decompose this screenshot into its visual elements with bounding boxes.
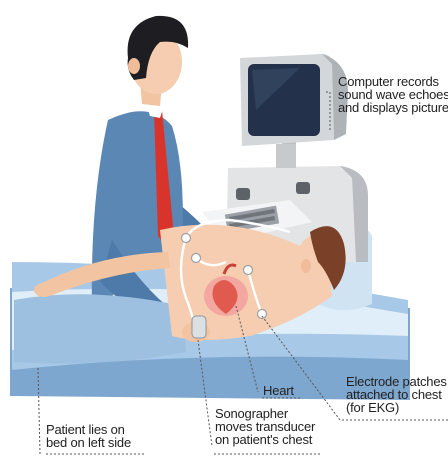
electrode-patch bbox=[192, 254, 201, 263]
monitor-stand bbox=[276, 144, 296, 168]
transducer-probe bbox=[192, 316, 206, 338]
label-line: and displays picture bbox=[338, 101, 448, 114]
label-electrode-patches: Electrode patches attached to chest (for… bbox=[346, 375, 447, 414]
electrode-patch bbox=[258, 310, 267, 319]
label-sonographer: Sonographer moves transducer on patient'… bbox=[215, 407, 315, 446]
label-patient: Patient lies on bed on left side bbox=[46, 423, 131, 449]
electrode-patch bbox=[244, 266, 253, 275]
probe-holder bbox=[296, 182, 310, 194]
patient-legs bbox=[14, 294, 186, 363]
label-line: Heart bbox=[263, 384, 294, 397]
label-computer: Computer records sound wave echoes and d… bbox=[338, 75, 448, 114]
patient-hand bbox=[34, 283, 54, 297]
probe-holder bbox=[236, 188, 250, 200]
electrode-patch bbox=[182, 234, 191, 243]
label-line: (for EKG) bbox=[346, 401, 447, 414]
label-line: on patient's chest bbox=[215, 433, 315, 446]
label-line: bed on left side bbox=[46, 436, 131, 449]
sonographer-ear bbox=[128, 58, 140, 74]
label-heart: Heart bbox=[263, 384, 294, 397]
patient-ear bbox=[301, 259, 311, 273]
